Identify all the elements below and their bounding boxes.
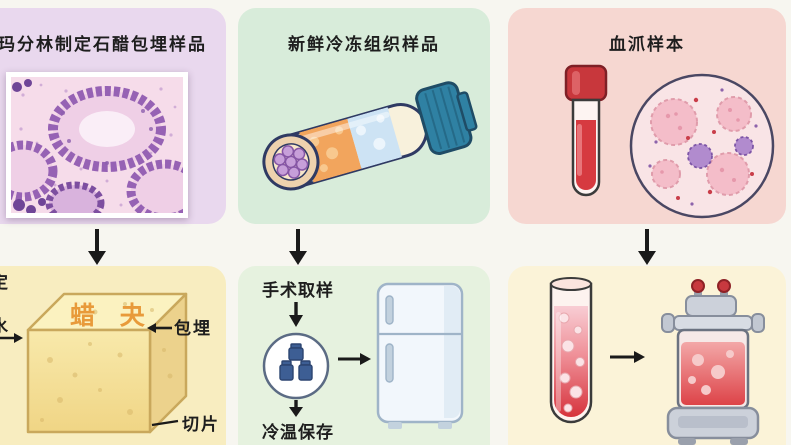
frozen-title: 新鲜冷冻组织样品 xyxy=(288,35,440,55)
card-frozen-sample: 新鲜冷冻组织样品 xyxy=(238,8,490,224)
right-arrow-icon-dehydrate xyxy=(0,333,23,343)
refrigerator-icon xyxy=(376,282,464,429)
down-arrow-icon-frozen xyxy=(289,229,307,265)
blood-title: 血沠样本 xyxy=(609,35,685,55)
card-blood-sample: 血沠样本 xyxy=(508,8,786,224)
card-ffpe-workflow: 蜡 夬 包埋 切片 固定 脱水 xyxy=(0,266,226,445)
ffpe-title: 尔玛分林制定石醋包埋样品 xyxy=(0,35,207,55)
cold-storage-label: 冷温保存 xyxy=(262,423,334,443)
card-blood-workflow xyxy=(508,266,786,445)
sample-jars-icon xyxy=(262,332,330,400)
blood-tube-icon xyxy=(564,64,608,197)
blood-processing-machine-icon xyxy=(661,279,765,445)
card-frozen-workflow: 手术取样 xyxy=(238,266,490,445)
down-arrow-icon-sampling xyxy=(289,302,303,327)
test-tube-icon xyxy=(549,277,593,424)
dehydrate-label-clipped: 脱水 xyxy=(0,312,10,337)
surgical-sampling-label: 手术取样 xyxy=(262,281,334,301)
cryovial-icon xyxy=(262,81,478,191)
wax-block-icon: 蜡 夬 xyxy=(26,292,188,434)
wax-block-label: 蜡 夬 xyxy=(70,301,153,330)
histology-micrograph xyxy=(6,72,188,218)
down-arrow-icon-blood xyxy=(638,229,656,265)
down-arrow-icon-storage xyxy=(289,400,303,417)
histology-image-icon xyxy=(11,77,183,213)
right-arrow-icon-to-machine xyxy=(610,351,645,363)
right-arrow-icon-to-fridge xyxy=(338,353,371,365)
left-arrow-icon-embed xyxy=(147,323,172,333)
blood-cells-icon xyxy=(629,73,775,219)
slice-label: 切片 xyxy=(182,415,220,435)
embed-label: 包埋 xyxy=(174,319,212,339)
card-ffpe-sample: 尔玛分林制定石醋包埋样品 xyxy=(0,8,226,224)
down-arrow-icon-ffpe xyxy=(88,229,106,265)
fix-label-clipped: 固定 xyxy=(0,268,10,293)
slice-pointer-line xyxy=(151,419,179,427)
